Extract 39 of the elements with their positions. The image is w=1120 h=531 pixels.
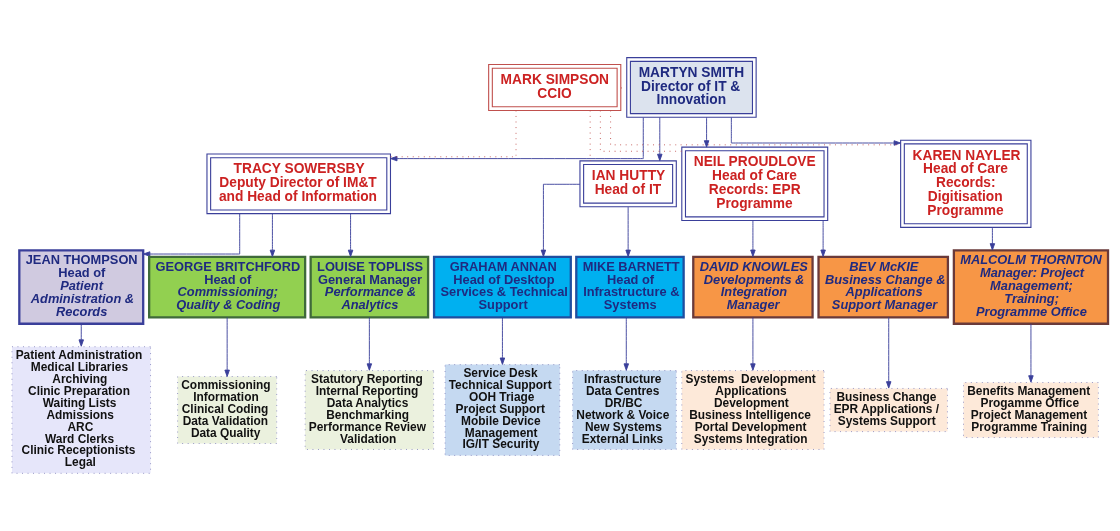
node-box: MALCOLM THORNTON Manager: Project Management; Training; Programme Office xyxy=(952,249,1110,325)
node-box: Infrastructure Data Centres DR/BC Network & Voice New Systems External Links xyxy=(572,370,677,450)
node-box: Commissioning Information Clinical Coding Data Validation Data Quality xyxy=(177,376,278,444)
node-box: DAVID KNOWLES Developments & Integration Manager xyxy=(692,255,814,319)
node-box: Service Desk Technical Support OOH Triage Project Support Mobile Device Management IG/IT Security xyxy=(444,364,561,456)
arrow xyxy=(820,220,826,257)
connector xyxy=(390,110,517,158)
arrow xyxy=(269,213,276,257)
arrow xyxy=(730,117,901,146)
arrow xyxy=(886,317,892,389)
arrow xyxy=(750,220,756,257)
arrow xyxy=(78,323,84,347)
node-box: GRAHAM ANNAN Head of Desktop Services & Technical Support xyxy=(432,255,572,319)
node-box: BEV McKIE Business Change & Applications Support Manager xyxy=(817,255,950,319)
node-box: Systems Development Applications Development Business Intelligence Portal Development Systems Integration xyxy=(681,370,825,450)
node-box: LOUISE TOPLISS General Manager Performance & Analytics xyxy=(309,255,430,319)
node-box: GEORGE BRITCHFORD Head of Commissioning; Quality & Coding xyxy=(148,255,307,319)
arrow xyxy=(390,117,644,162)
node-box: Business Change EPR Applications / Systems Support xyxy=(829,388,948,433)
node-box: MIKE BARNETT Head of Infrastructure & Systems xyxy=(575,255,685,319)
arrow xyxy=(142,213,241,257)
node-box: JEAN THOMPSON Head of Patient Administration & Records xyxy=(18,249,145,325)
arrow xyxy=(703,117,710,148)
node-box: Patient Administration Medical Libraries Archiving Clinic Preparation Waiting Lists Admissions ARC Ward Clerks Clinic Receptionists Legal xyxy=(11,346,151,474)
arrow xyxy=(989,227,996,251)
arrow xyxy=(657,117,663,162)
arrow xyxy=(347,213,354,257)
arrow xyxy=(623,317,629,371)
arrow xyxy=(540,183,581,257)
arrow xyxy=(366,317,373,371)
connector xyxy=(610,110,902,146)
node-box: TRACY SOWERSBY Deputy Director of IM&T and Head of Information xyxy=(206,153,392,215)
arrow xyxy=(499,317,506,365)
arrow xyxy=(1028,323,1034,383)
arrow xyxy=(224,317,230,377)
node-box: Benefits Management Progamme Office Project Management Programme Training xyxy=(963,382,1099,438)
arrow xyxy=(625,206,631,257)
arrow xyxy=(750,317,756,371)
node-box: Statutory Reporting Internal Reporting Data Analytics Benchmarking Performance Review Validation xyxy=(304,370,435,450)
